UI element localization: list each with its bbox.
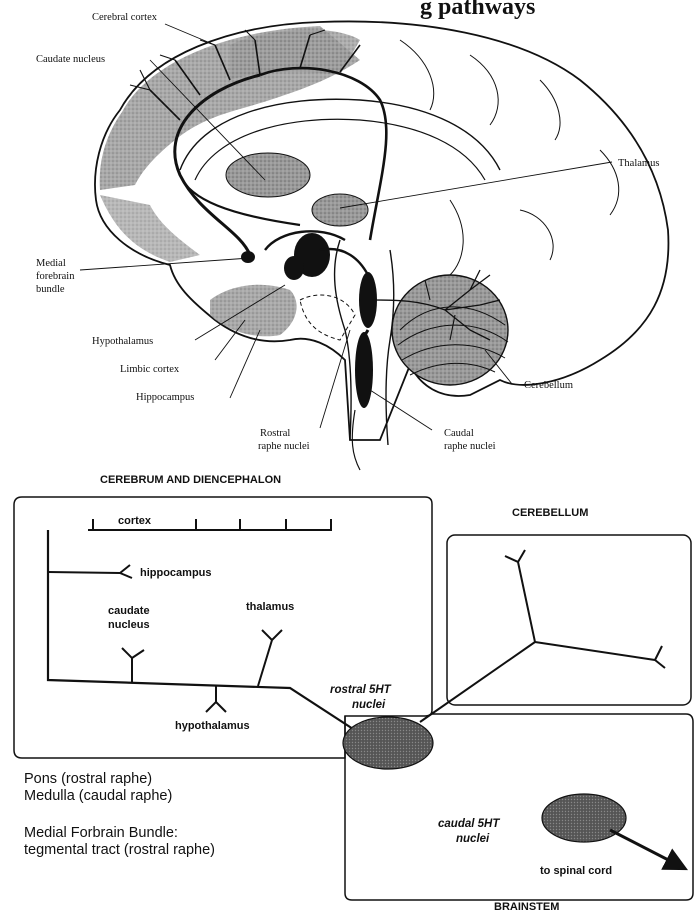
schematic: CEREBRUM AND DIENCEPHALON CEREBELLUM BRA… [14,474,693,913]
label-hypothalamus-schematic: hypothalamus [175,720,250,732]
note-mfb: Medial Forbrain Bundle: [24,825,178,841]
raphe-blob-2 [284,256,304,280]
section-brainstem-title: BRAINSTEM [494,901,559,913]
label-caudal-5ht: caudal 5HT [438,818,500,830]
label-hypothalamus: Hypothalamus [92,336,153,347]
label-caudate-nucleus-schematic: nucleus [108,619,150,631]
label-hippocampus: Hippocampus [136,392,194,403]
label-limbic-cortex: Limbic cortex [120,364,180,375]
cerebellum-shape [392,275,508,385]
caudal-5ht-nuclei [542,794,626,842]
label-caudal-raphe-2: raphe nuclei [444,441,496,452]
label-rostral-nuclei: nuclei [352,699,386,711]
note-tegmental: tegmental tract (rostral raphe) [24,842,215,858]
label-cortex: cortex [118,515,152,527]
caudate-shape [226,153,310,197]
label-hippocampus-schematic: hippocampus [140,567,212,579]
label-caudal-nuclei: nuclei [456,833,490,845]
label-spinal-cord: to spinal cord [540,865,612,877]
section-cerebrum-title: CEREBRUM AND DIENCEPHALON [100,474,281,486]
label-medial-3: bundle [36,284,65,295]
label-caudal-raphe-1: Caudal [444,428,474,439]
label-caudate-nucleus: Caudate nucleus [36,54,105,65]
label-medial-1: Medial [36,258,66,269]
label-cerebral-cortex: Cerebral cortex [92,12,158,23]
label-thalamus: Thalamus [618,158,659,169]
section-cerebellum-title: CEREBELLUM [512,507,588,519]
label-medial-2: forebrain [36,271,75,282]
caudal-raphe-blob [355,332,373,408]
cerebellum-box [447,535,691,705]
label-thalamus-schematic: thalamus [246,601,294,613]
note-medulla: Medulla (caudal raphe) [24,788,172,804]
label-rostral-5ht: rostral 5HT [330,684,392,696]
title-fragment: g pathways [420,0,535,20]
label-rostral-raphe-2: raphe nuclei [258,441,310,452]
label-cerebellum: Cerebellum [524,380,573,391]
note-pons: Pons (rostral raphe) [24,771,152,787]
thalamus-shape [312,194,368,226]
label-rostral-raphe-1: Rostral [260,428,290,439]
rostral-5ht-nuclei [343,717,433,769]
label-caudate: caudate [108,605,150,617]
